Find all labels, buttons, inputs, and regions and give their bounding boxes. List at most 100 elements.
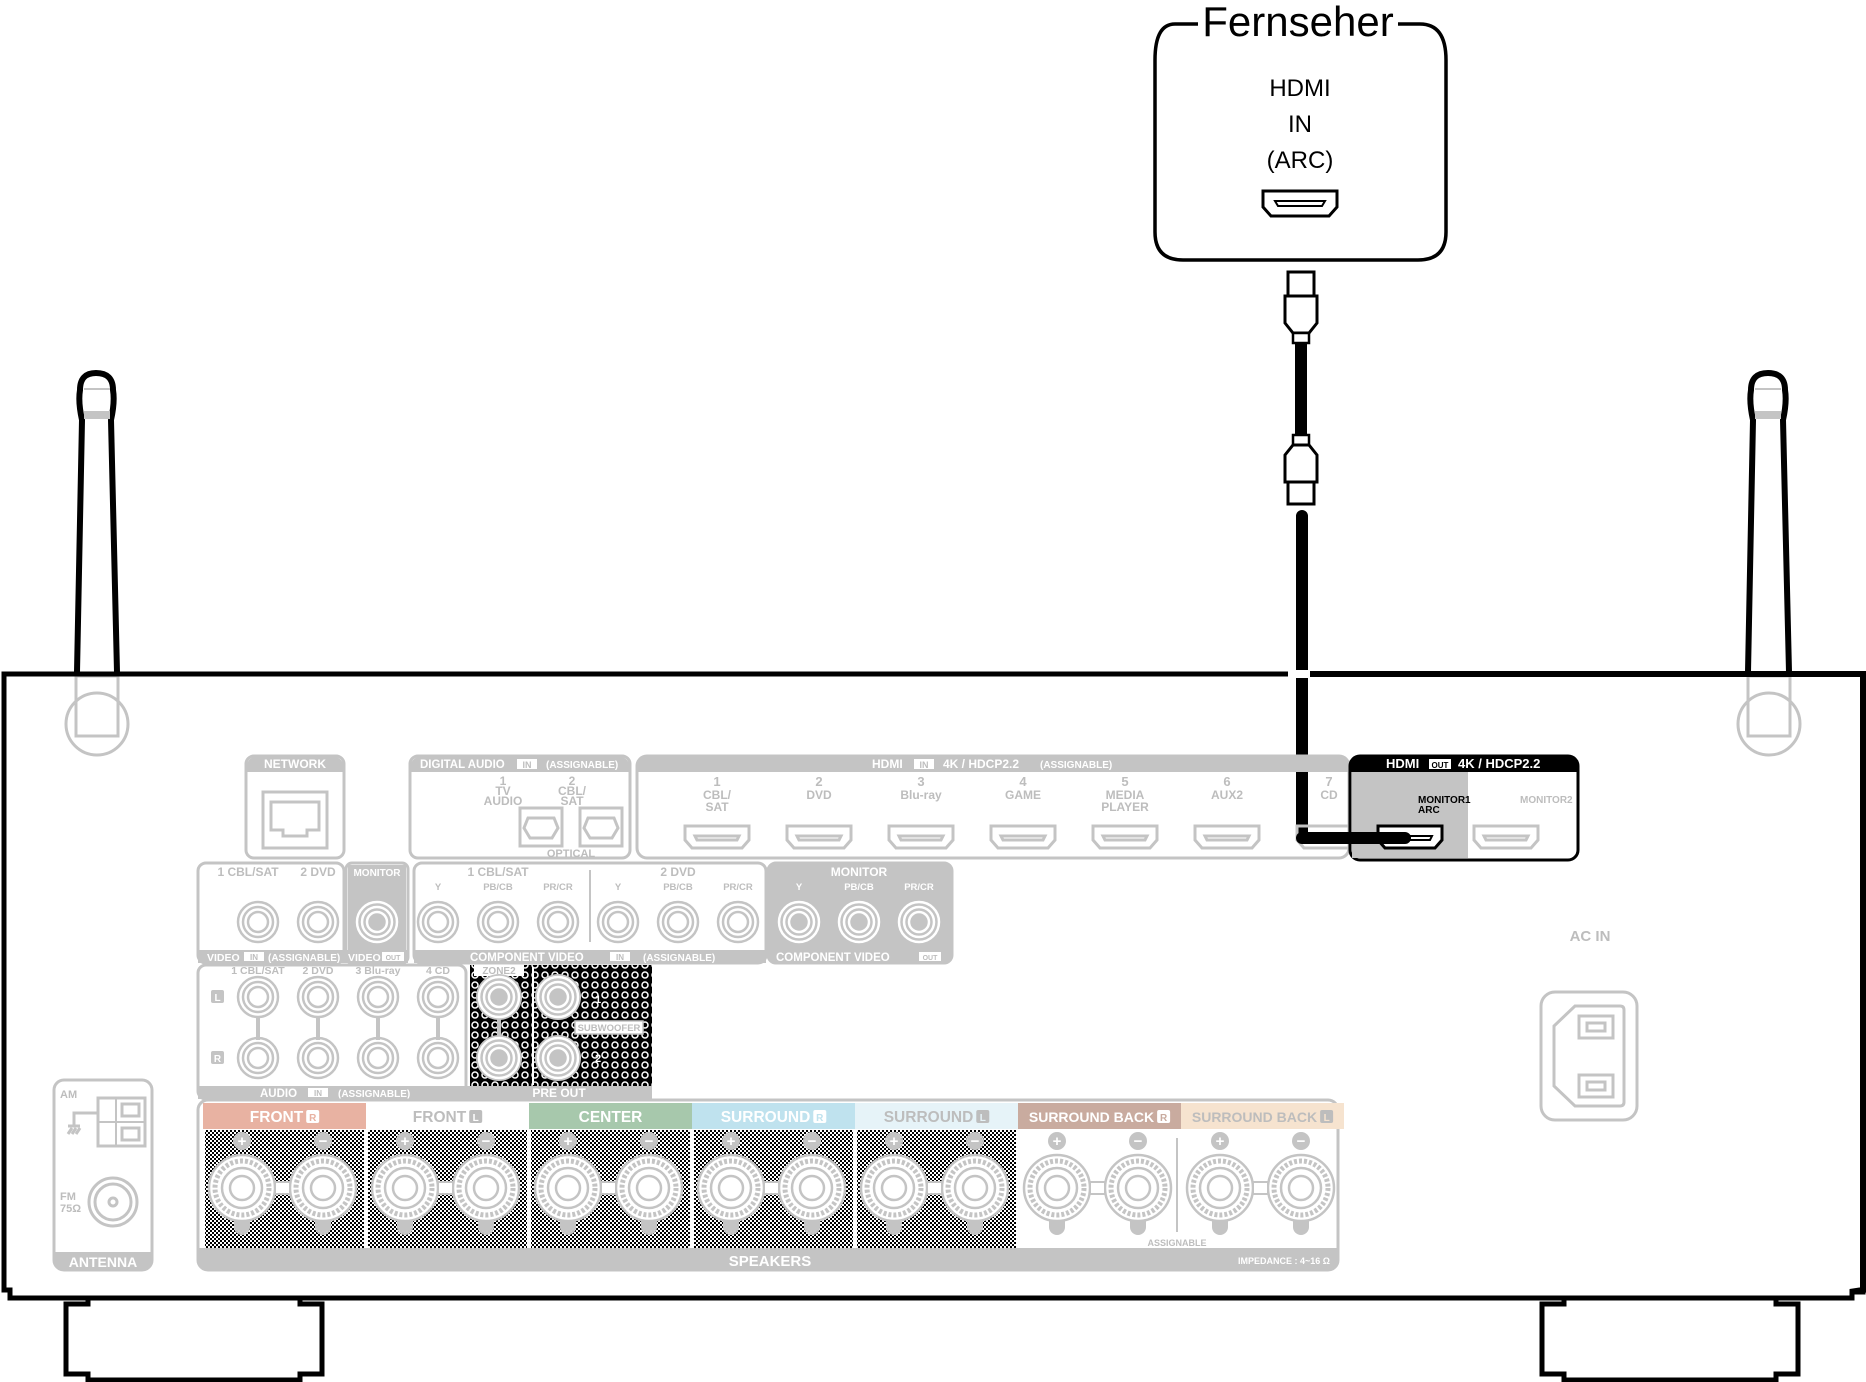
wireless-antenna-right xyxy=(1736,369,1802,757)
speaker-label-band xyxy=(529,1103,692,1129)
video-in-jack-2[interactable] xyxy=(296,900,340,944)
component-in-jack[interactable] xyxy=(536,900,580,944)
video-panel: 1 CBL/SAT 2 DVD MONITOR VIDEO IN (ASSIGN… xyxy=(196,861,410,965)
audio-in-jack-left[interactable] xyxy=(236,975,280,1019)
audio-in-jack-left[interactable] xyxy=(416,975,460,1019)
ac-in-panel: AC IN xyxy=(1539,928,1639,1122)
component-in-jack[interactable] xyxy=(716,900,760,944)
hdmi-in-label: MEDIA xyxy=(1106,788,1145,802)
speaker-label-band xyxy=(1018,1103,1181,1129)
hdmi-in-label: CBL/ xyxy=(703,788,732,802)
svg-text:SUBWOOFER: SUBWOOFER xyxy=(578,1023,641,1034)
svg-text:2 DVD: 2 DVD xyxy=(660,865,696,879)
optical-port-2-icon[interactable] xyxy=(578,806,624,848)
video-in-jack-1[interactable] xyxy=(236,900,280,944)
svg-text:ASSIGNABLE: ASSIGNABLE xyxy=(1147,1238,1206,1248)
speaker-channel-label: FRONT xyxy=(413,1109,467,1126)
component-in-jack[interactable] xyxy=(416,900,460,944)
speaker-side-badge: R xyxy=(816,1113,824,1124)
hdmi-out-monitor2-port[interactable] xyxy=(1472,824,1540,850)
audio-in-jack-left[interactable] xyxy=(296,975,340,1019)
component-out-jack[interactable] xyxy=(897,900,941,944)
hdmi-in-label: SAT xyxy=(705,800,729,814)
plus-sign: + xyxy=(727,1133,736,1150)
ac-inlet-icon[interactable] xyxy=(1539,990,1639,1122)
svg-text:4K / HDCP2.2: 4K / HDCP2.2 xyxy=(943,757,1019,771)
svg-text:FM: FM xyxy=(60,1191,76,1203)
component-out-jack[interactable] xyxy=(777,900,821,944)
component-channel-label: PR/CR xyxy=(723,882,753,893)
component-out-jack[interactable] xyxy=(837,900,881,944)
svg-text:MONITOR: MONITOR xyxy=(353,868,401,879)
hdmi-cable[interactable] xyxy=(1283,270,1411,844)
receiver-foot-right xyxy=(1539,1298,1801,1382)
svg-text:(ASSIGNABLE): (ASSIGNABLE) xyxy=(643,953,715,964)
hdmi-out-panel: HDMI OUT 4K / HDCP2.2 MONITOR1 ARC MONIT… xyxy=(1296,754,1580,862)
svg-text:IN: IN xyxy=(920,760,929,770)
zone2-jack-left[interactable] xyxy=(477,975,521,1019)
video-out-monitor-jack[interactable] xyxy=(355,900,399,944)
svg-text:HDMI: HDMI xyxy=(1386,756,1419,771)
svg-text:OUT: OUT xyxy=(1432,761,1449,770)
hdmi-in-label: DVD xyxy=(806,788,832,802)
svg-text:VIDEO: VIDEO xyxy=(207,952,240,964)
speaker-side-badge: R xyxy=(1160,1113,1168,1124)
hdmi-in-num: 4 xyxy=(1019,774,1027,789)
hdmi-port-icon xyxy=(1091,824,1159,850)
zone2-jack-right[interactable] xyxy=(477,1036,521,1080)
speaker-label-band xyxy=(692,1103,855,1129)
audio-in-jack-right[interactable] xyxy=(356,1036,400,1080)
svg-text:2 DVD: 2 DVD xyxy=(300,865,336,879)
audio-in-jack-right[interactable] xyxy=(416,1036,460,1080)
speaker-label-band xyxy=(1181,1103,1344,1129)
svg-text:ZONE2: ZONE2 xyxy=(482,966,516,977)
minus-sign: − xyxy=(971,1133,980,1150)
svg-text:L: L xyxy=(214,993,220,1004)
am-antenna-terminal[interactable] xyxy=(66,1096,147,1148)
component-in-jack[interactable] xyxy=(596,900,640,944)
hdmi-in-num: 1 xyxy=(713,774,720,789)
component-out-channel-label: PB/CB xyxy=(844,882,874,893)
svg-text:AUDIO: AUDIO xyxy=(484,794,523,808)
hdmi-in-num: 2 xyxy=(815,774,822,789)
component-in-jack[interactable] xyxy=(656,900,700,944)
subwoofer-jack-1[interactable] xyxy=(536,975,580,1019)
plus-sign: + xyxy=(1216,1133,1225,1150)
ethernet-port-icon[interactable] xyxy=(261,790,329,850)
svg-text:DIGITAL AUDIO: DIGITAL AUDIO xyxy=(420,759,505,771)
tv-hdmi-in-port-icon[interactable] xyxy=(1261,189,1339,218)
audio-in-jack-left[interactable] xyxy=(356,975,400,1019)
speaker-label-band xyxy=(203,1103,366,1129)
fm-antenna-connector[interactable] xyxy=(87,1176,139,1228)
minus-sign: − xyxy=(808,1133,817,1150)
svg-text:PRE OUT: PRE OUT xyxy=(532,1086,586,1100)
optical-port-1-icon[interactable] xyxy=(518,806,564,848)
subwoofer-jack-2[interactable] xyxy=(536,1036,580,1080)
svg-text:(ASSIGNABLE): (ASSIGNABLE) xyxy=(1040,760,1112,771)
hdmi-port-icon xyxy=(785,824,853,850)
audio-in-jack-right[interactable] xyxy=(296,1036,340,1080)
speaker-terminal-center[interactable]: CENTER+− xyxy=(529,1103,692,1248)
svg-text:SAT: SAT xyxy=(560,794,584,808)
svg-text:VIDEO: VIDEO xyxy=(348,952,381,964)
audio-in-jack-right[interactable] xyxy=(236,1036,280,1080)
speaker-channel-label: FRONT xyxy=(250,1109,304,1126)
component-in-jack[interactable] xyxy=(476,900,520,944)
component-channel-label: PB/CB xyxy=(663,882,693,893)
svg-text:(ASSIGNABLE): (ASSIGNABLE) xyxy=(268,953,340,964)
tv-port-label-line1: HDMI xyxy=(1269,75,1330,102)
